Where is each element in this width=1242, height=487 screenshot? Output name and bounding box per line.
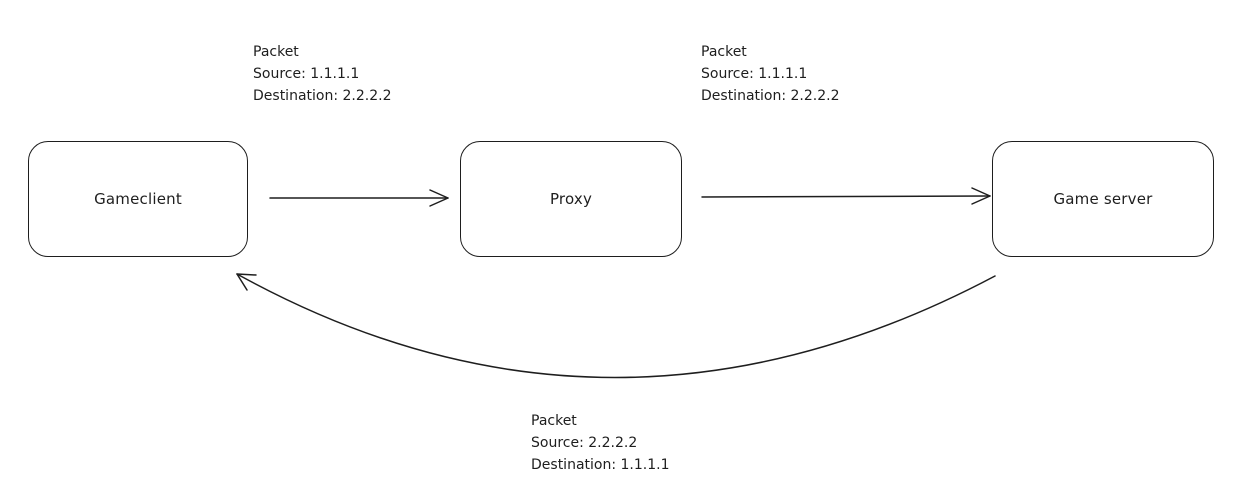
packet-label-client-to-proxy: Packet Source: 1.1.1.1 Destination: 2.2.… (253, 41, 391, 107)
packet-label-server-to-client: Packet Source: 2.2.2.2 Destination: 1.1.… (531, 410, 669, 476)
packet-destination: Destination: 1.1.1.1 (531, 457, 670, 473)
arrow-client-to-proxy (269, 189, 449, 207)
packet-source: Source: 1.1.1.1 (701, 66, 808, 82)
packet-title: Packet (531, 413, 577, 429)
gameclient-node[interactable]: Gameclient (28, 141, 248, 257)
arrow-server-to-client (236, 273, 996, 379)
packet-destination: Destination: 2.2.2.2 (253, 88, 392, 104)
proxy-node[interactable]: Proxy (460, 141, 682, 257)
packet-source: Source: 2.2.2.2 (531, 435, 638, 451)
packet-label-proxy-to-server: Packet Source: 1.1.1.1 Destination: 2.2.… (701, 41, 839, 107)
proxy-label: Proxy (549, 190, 593, 208)
game-server-node[interactable]: Game server (992, 141, 1214, 257)
packet-title: Packet (253, 44, 299, 60)
packet-title: Packet (701, 44, 747, 60)
arrow-proxy-to-server (701, 187, 991, 205)
packet-source: Source: 1.1.1.1 (253, 66, 360, 82)
packet-destination: Destination: 2.2.2.2 (701, 88, 840, 104)
gameclient-label: Gameclient (94, 190, 182, 208)
game-server-label: Game server (1053, 190, 1153, 208)
